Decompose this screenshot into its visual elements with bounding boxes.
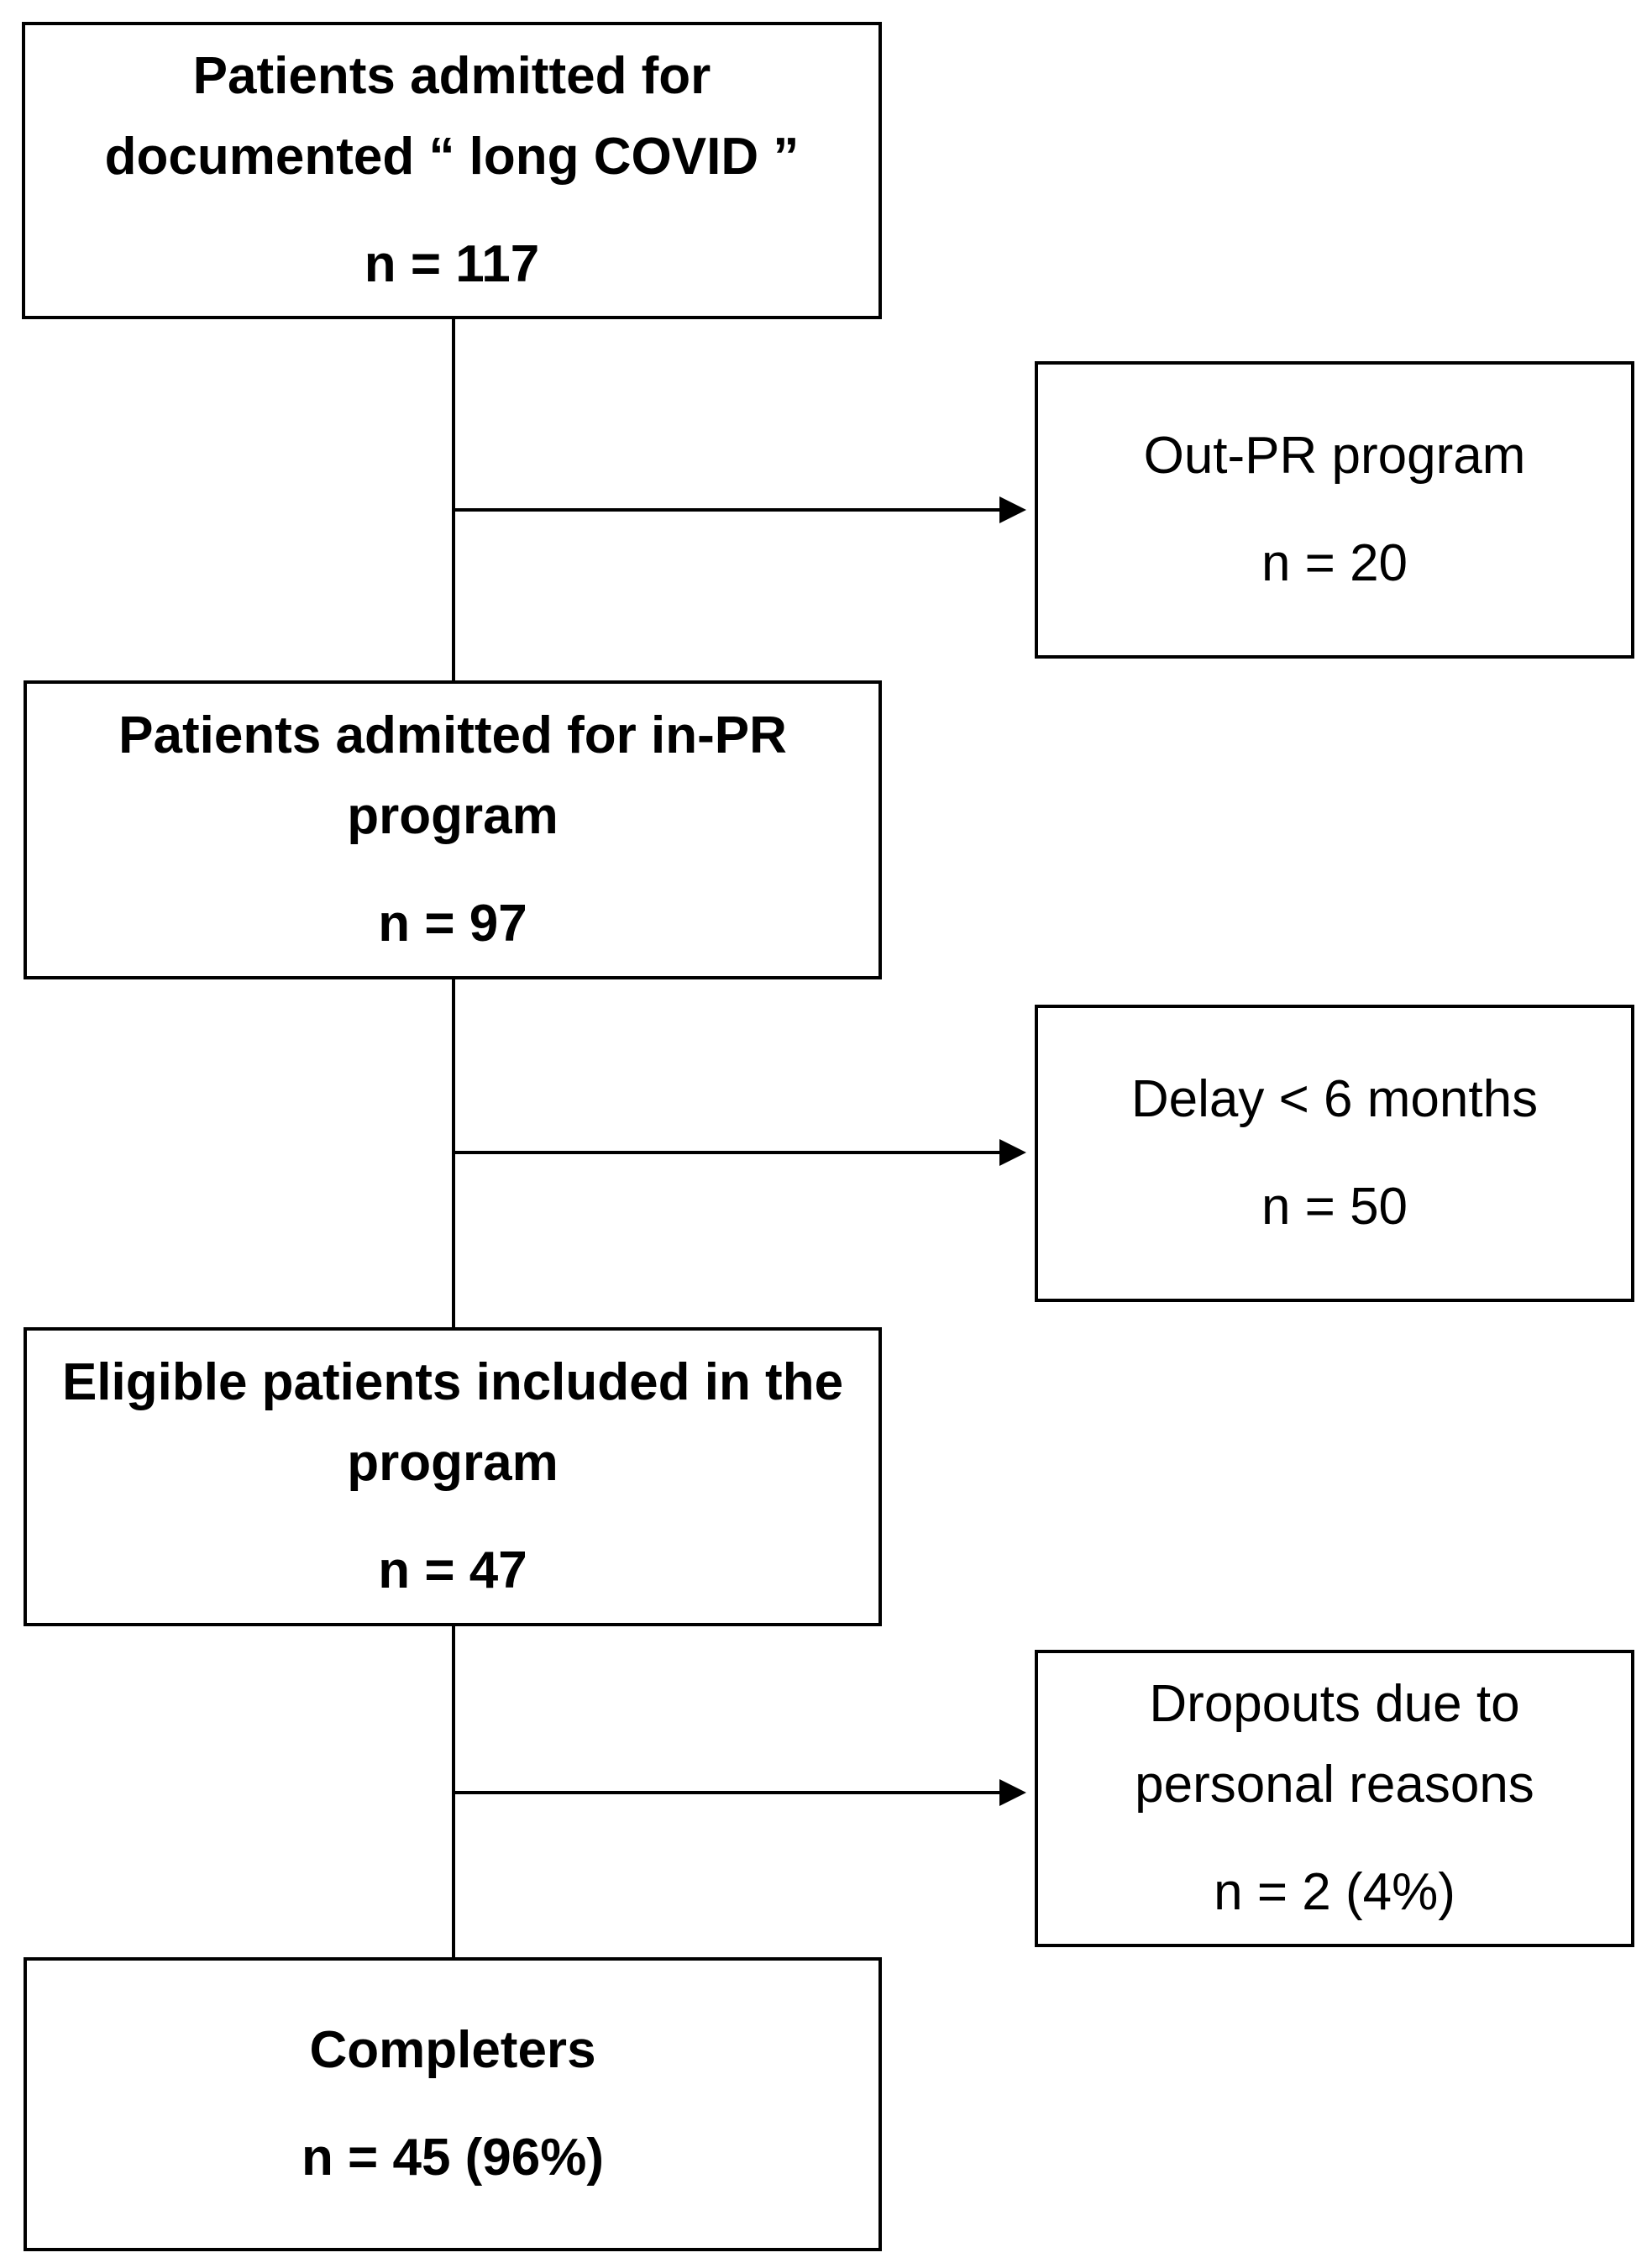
box-long-covid-admitted: Patients admitted for documented “ long … (22, 22, 882, 319)
box-eligible-included: Eligible patients included in the progra… (24, 1327, 882, 1626)
box-completers: Completers n = 45 (96%) (24, 1957, 882, 2251)
box-title: Dropouts due to personal reasons (1135, 1675, 1534, 1814)
box-count: n = 47 (378, 1541, 527, 1599)
box-title: Patients admitted for documented “ long … (104, 47, 800, 186)
box-title: Completers (309, 2021, 596, 2079)
box-in-pr-admitted: Patients admitted for in-PR program n = … (24, 680, 882, 979)
box-title: Patients admitted for in-PR program (118, 706, 787, 845)
box-delay-excluded: Delay < 6 months n = 50 (1035, 1005, 1634, 1302)
box-count: n = 97 (378, 895, 527, 953)
box-count: n = 2 (4%) (1214, 1863, 1455, 1921)
box-title: Delay < 6 months (1130, 1070, 1539, 1128)
box-count: n = 117 (364, 235, 540, 293)
box-title: Eligible patients included in the progra… (61, 1353, 844, 1492)
box-title: Out-PR program (1143, 427, 1526, 485)
box-dropouts: Dropouts due to personal reasons n = 2 (… (1035, 1650, 1634, 1947)
box-count: n = 50 (1261, 1178, 1408, 1236)
box-count: n = 45 (96%) (301, 2129, 605, 2187)
box-out-pr-program: Out-PR program n = 20 (1035, 361, 1634, 659)
box-count: n = 20 (1261, 534, 1408, 592)
